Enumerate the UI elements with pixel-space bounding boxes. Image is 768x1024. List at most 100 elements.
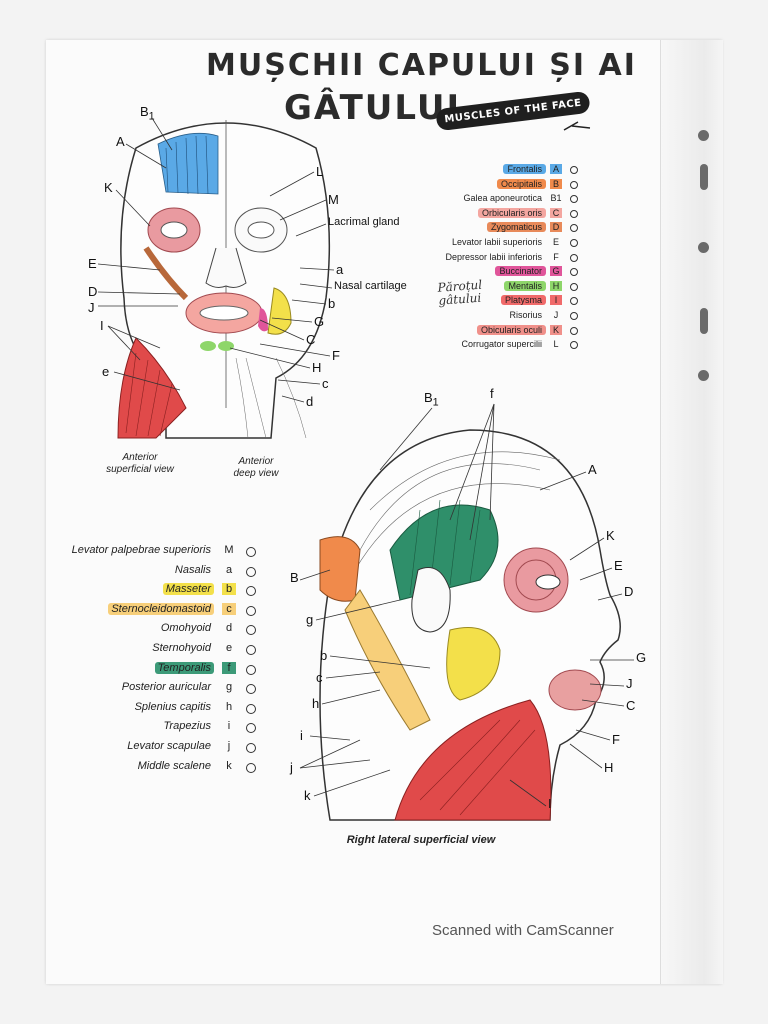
face-legend-letter: H bbox=[550, 280, 562, 291]
face-legend-checkbox-circle[interactable] bbox=[570, 195, 578, 204]
face-legend-row: Risorius J bbox=[404, 310, 584, 324]
face-legend-checkbox-circle[interactable] bbox=[570, 166, 578, 174]
face-legend-row: Mentalis H bbox=[404, 280, 584, 295]
neck-legend-letter: f bbox=[222, 661, 236, 674]
face-legend-row: Levator labii superioris E bbox=[404, 237, 584, 251]
label-side-B1: B1 bbox=[424, 390, 439, 409]
neck-legend-checkbox-circle[interactable] bbox=[246, 703, 256, 714]
face-legend-checkbox-circle[interactable] bbox=[570, 180, 578, 189]
neck-legend-checkbox-circle[interactable] bbox=[246, 547, 256, 557]
label-side-K: K bbox=[606, 528, 615, 543]
face-legend-checkbox-circle[interactable] bbox=[570, 209, 578, 218]
neck-legend-letter: g bbox=[225, 681, 233, 694]
face-legend-muscle-name: Platysma bbox=[500, 295, 546, 306]
label-side-E: E bbox=[614, 558, 623, 573]
face-legend-checkbox-circle[interactable] bbox=[570, 326, 578, 335]
face-legend-letter: J bbox=[553, 310, 559, 320]
neck-legend-checkbox-circle[interactable] bbox=[246, 586, 256, 597]
face-legend-checkbox-circle[interactable] bbox=[570, 312, 578, 320]
label-L: L bbox=[316, 164, 324, 179]
label-side-H: H bbox=[604, 760, 614, 775]
label-K: K bbox=[104, 180, 113, 195]
face-legend-muscle-name: Levator labii superioris bbox=[451, 237, 542, 247]
neck-legend-checkbox-circle[interactable] bbox=[246, 762, 256, 773]
label-E: E bbox=[88, 256, 97, 271]
caption-anterior-deep: Anterior deep view bbox=[233, 456, 279, 479]
neck-legend-muscle-name: Splenius capitis bbox=[134, 700, 211, 713]
label-side-j: j bbox=[290, 760, 293, 775]
face-legend-checkbox-circle[interactable] bbox=[570, 341, 578, 350]
neck-legend-row: Posterior auricular g bbox=[54, 681, 264, 699]
face-legend-muscle-name: Risorius bbox=[509, 310, 542, 320]
label-B1: B1 bbox=[140, 104, 155, 123]
lateral-head-diagram bbox=[319, 429, 621, 821]
page-title-line2: GÂTULUI bbox=[284, 88, 462, 128]
neck-legend-checkbox-circle[interactable] bbox=[246, 645, 256, 655]
face-legend-muscle-name: Orbicularis oris bbox=[477, 207, 546, 218]
neck-legend-muscle-name: Trapezius bbox=[163, 720, 211, 733]
label-side-B: B bbox=[290, 570, 299, 585]
face-legend-checkbox-circle[interactable] bbox=[570, 224, 578, 233]
face-legend-checkbox-circle[interactable] bbox=[570, 268, 578, 277]
neck-legend-checkbox-circle[interactable] bbox=[246, 743, 256, 753]
face-legend-row: Platysma I bbox=[404, 295, 584, 309]
face-legend-checkbox-circle[interactable] bbox=[570, 297, 578, 306]
face-legend-checkbox-circle[interactable] bbox=[570, 253, 578, 262]
label-side-F: F bbox=[612, 732, 620, 747]
neck-legend-checkbox-circle[interactable] bbox=[246, 664, 256, 675]
neck-legend-checkbox-circle[interactable] bbox=[246, 605, 256, 616]
face-legend-muscle-name: Galea aponeurotica bbox=[463, 193, 542, 204]
label-d: d bbox=[306, 394, 314, 409]
label-D: D bbox=[88, 284, 98, 299]
neck-legend-checkbox-circle[interactable] bbox=[246, 723, 256, 734]
neck-legend-muscle-name: Sternohyoid bbox=[152, 642, 211, 654]
neck-legend-row: Sternohyoid e bbox=[54, 642, 264, 660]
label-lacrimal-gland: Lacrimal gland bbox=[328, 216, 400, 228]
face-legend-row: Orbicularis oris C bbox=[404, 207, 584, 222]
face-legend-letter: C bbox=[550, 207, 562, 218]
face-legend-letter: I bbox=[550, 295, 562, 306]
caption-lateral-view: Right lateral superficial view bbox=[346, 834, 496, 846]
label-G: G bbox=[314, 314, 325, 329]
neck-legend-muscle-name: Posterior auricular bbox=[121, 681, 211, 694]
label-e: e bbox=[102, 364, 110, 379]
face-legend-checkbox-circle[interactable] bbox=[570, 239, 578, 247]
scanner-watermark: Scanned with CamScanner bbox=[432, 922, 614, 939]
neck-legend-letter: e bbox=[225, 642, 233, 654]
face-legend-letter: D bbox=[550, 222, 562, 233]
punch-hole bbox=[698, 130, 709, 141]
neck-legend-letter: a bbox=[225, 563, 233, 576]
label-side-A: A bbox=[588, 462, 597, 477]
neck-legend-muscle-name: Temporalis bbox=[154, 661, 214, 674]
label-a: a bbox=[336, 262, 344, 277]
label-side-D: D bbox=[624, 584, 634, 599]
anterior-head-diagram bbox=[117, 120, 331, 439]
plastic-sleeve bbox=[660, 40, 723, 984]
label-side-C: C bbox=[626, 698, 636, 713]
face-legend-muscle-name: Obicularis oculi bbox=[476, 324, 546, 335]
neck-legend-checkbox-circle[interactable] bbox=[246, 566, 256, 577]
neck-legend-letter: j bbox=[227, 740, 231, 752]
neck-legend-checkbox-circle[interactable] bbox=[246, 684, 256, 695]
face-legend-muscle-name: Mentalis bbox=[504, 280, 546, 291]
face-legend-checkbox-circle[interactable] bbox=[570, 282, 578, 291]
label-F: F bbox=[332, 348, 340, 363]
label-side-J: J bbox=[626, 676, 633, 691]
caption-anterior-superficial: Anterior superficial view bbox=[106, 452, 174, 475]
check-mark bbox=[563, 121, 591, 131]
neck-legend-checkbox-circle[interactable] bbox=[246, 625, 256, 636]
neck-legend-muscle-name: Sternocleidomastoid bbox=[108, 602, 214, 615]
face-legend-letter: E bbox=[552, 237, 559, 247]
